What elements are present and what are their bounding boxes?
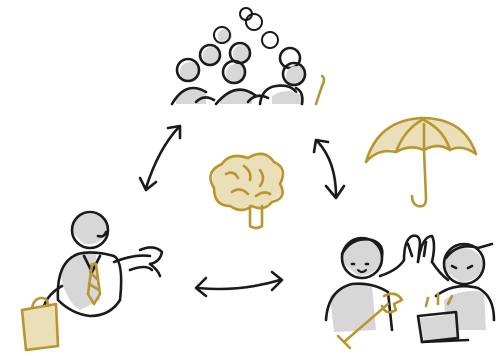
arrow-business-community (138, 124, 182, 192)
umbrella-icon (364, 116, 478, 208)
arrow-business-team (194, 270, 284, 298)
group-of-people-icon (170, 7, 326, 106)
brain-icon (209, 152, 285, 230)
arrow-community-team (312, 138, 346, 200)
two-people-high-five-icon (324, 234, 496, 350)
businessman-with-briefcase-icon (20, 210, 164, 352)
